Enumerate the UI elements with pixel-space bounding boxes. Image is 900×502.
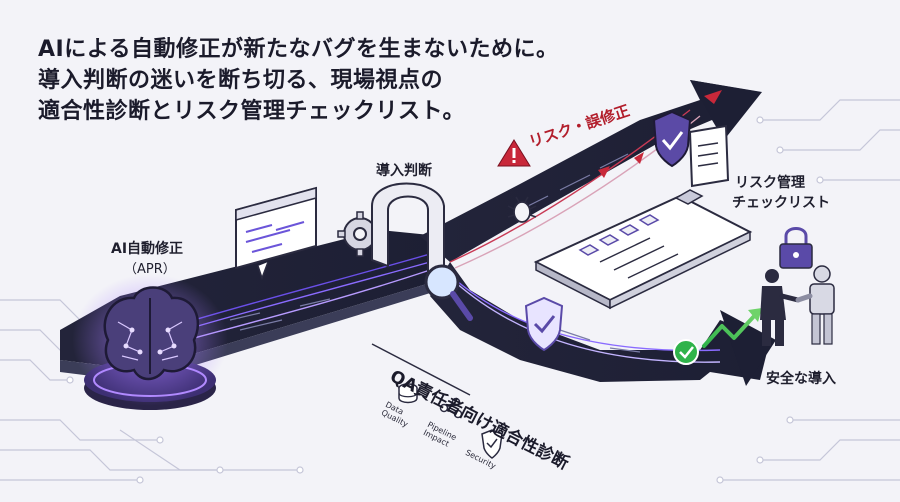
robot-icon (795, 265, 835, 345)
safe-adoption-label: 安全な導入 (766, 371, 836, 387)
code-window-icon (235, 186, 317, 281)
headline: AIによる自動修正が新たなバグを生まないために。 導入判断の迷いを断ち切る、現場… (38, 34, 559, 127)
shield-check-icon (652, 110, 692, 168)
decision-label: 導入判断 (376, 163, 432, 179)
check-circle-icon (673, 339, 699, 365)
headline-line-2: 導入判断の迷いを断ち切る、現場視点の (38, 68, 444, 93)
handshake-icon (760, 269, 801, 346)
red-arrow-markers (598, 90, 722, 178)
ai-apr-sub-label: （APR） (124, 262, 176, 277)
ai-apr-title-label: AI自動修正 (111, 241, 184, 257)
bug-icon (507, 196, 537, 223)
headline-line-3: 適合性診断とリスク管理チェックリスト。 (38, 99, 466, 124)
growth-arrow-icon (702, 308, 762, 348)
lock-icon (779, 227, 813, 269)
risk-checklist-label-1: リスク管理 (735, 175, 805, 191)
headline-line-1: AIによる自動修正が新たなバグを生まないために。 (38, 37, 559, 62)
road-code-lines (229, 153, 641, 353)
clipboard-checklist-icon (533, 189, 753, 310)
brain-icon (103, 286, 200, 381)
small-clipboard-icon (688, 124, 730, 188)
magnifier-icon (424, 264, 473, 321)
security-shield-icon (524, 296, 564, 352)
pipeline-icon (439, 397, 463, 419)
safe-arrow-head (720, 310, 776, 386)
circuit-lines (0, 99, 900, 481)
warning-icon (497, 139, 531, 167)
security-mini-shield-icon (481, 429, 503, 459)
qa-underline (371, 343, 471, 396)
risk-checklist-label-2: チェックリスト (732, 195, 830, 211)
database-icon (398, 383, 418, 404)
